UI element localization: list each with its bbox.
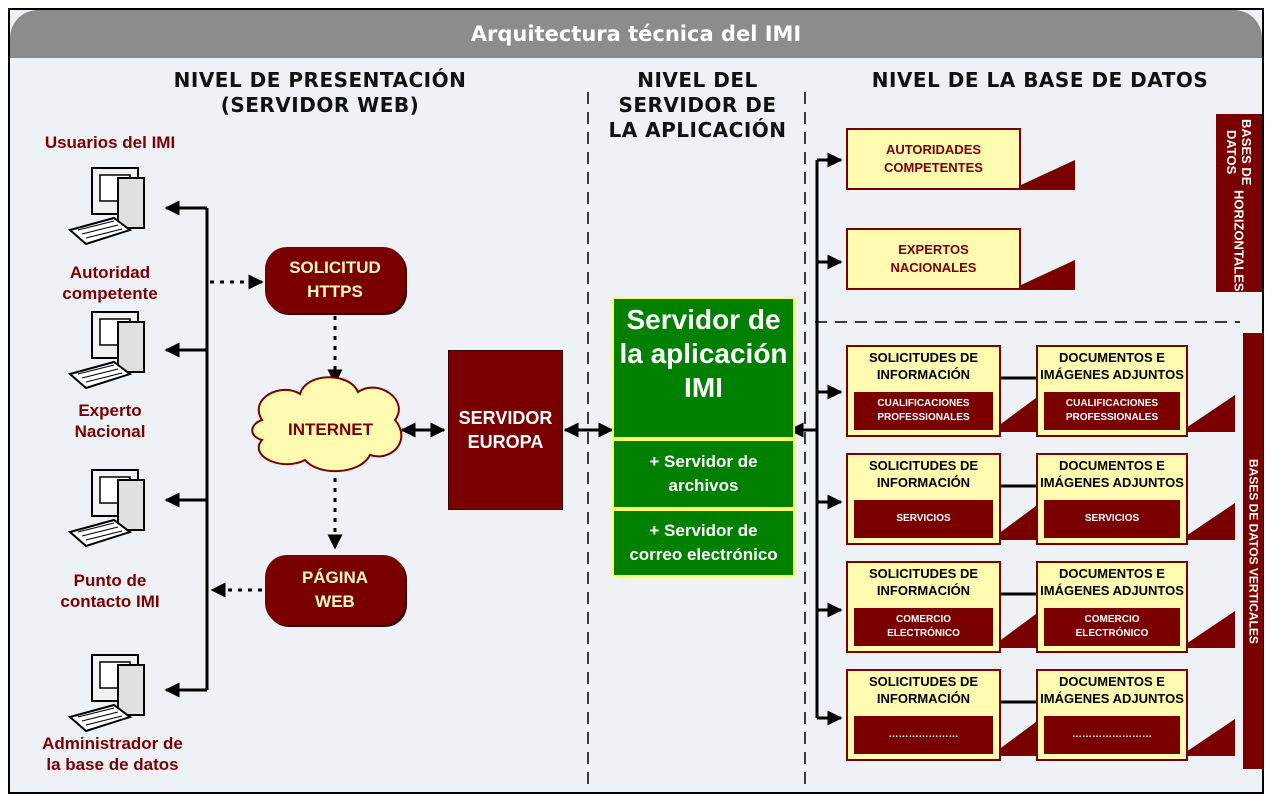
tab-vertical-dbs: BASES DE DATOS VERTICALES xyxy=(1243,333,1263,769)
app-server-mail-box: + Servidor de correo electrónico xyxy=(612,509,795,577)
users-heading: Usuarios del IMI xyxy=(44,133,176,152)
heading-presentation: NIVEL DE PRESENTACIÓN (SERVIDOR WEB) xyxy=(173,68,467,117)
db-expertos-nacionales: EXPERTOS NACIONALES xyxy=(846,228,1021,290)
db-box-subtitle: SERVICIOS xyxy=(854,500,993,538)
diagram-title: Arquitectura técnica del IMI xyxy=(10,10,1262,58)
db-box-subtitle: …………………… xyxy=(1044,716,1180,754)
heading-appserver: NIVEL DEL SERVIDOR DE LA APLICACIÓN xyxy=(608,68,787,142)
app-server-files-box: + Servidor de archivos xyxy=(612,439,795,509)
heading-database: NIVEL DE LA BASE DE DATOS xyxy=(871,68,1209,92)
app-server-main-box: Servidor de la aplicación IMI xyxy=(612,297,795,439)
internet-label: INTERNET xyxy=(288,420,373,439)
db-box-subtitle: SERVICIOS xyxy=(1044,500,1180,538)
db-autoridades-competentes: AUTORIDADES COMPETENTES xyxy=(846,128,1021,190)
db-box-subtitle: ………………… xyxy=(854,716,993,754)
